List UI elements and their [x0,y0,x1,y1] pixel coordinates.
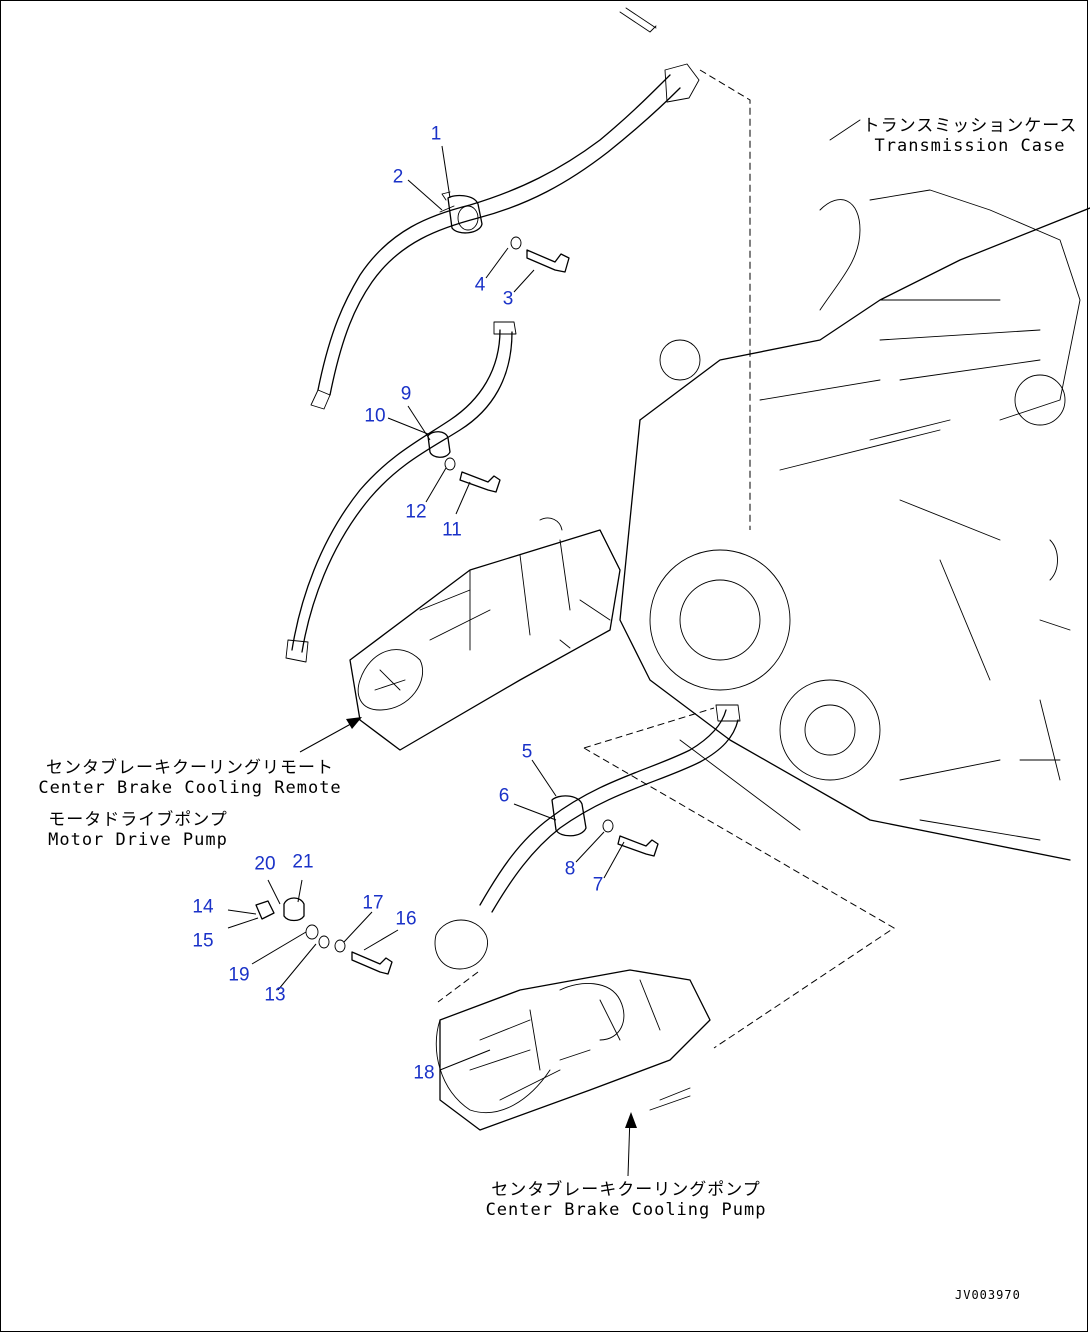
label-remote-pump-jp-2: モータドライブポンプ [48,810,228,830]
callout-10: 10 [364,405,386,427]
callout-3: 3 [502,288,514,310]
label-motor-drive-pump: モータドライブポンプ Motor Drive Pump [48,810,228,851]
label-remote-pump: センタブレーキクーリングリモート Center Brake Cooling Re… [38,758,341,799]
callout-18: 18 [413,1062,435,1084]
callout-13: 13 [264,984,286,1006]
fittings [255,897,393,975]
callout-20: 20 [254,853,276,875]
label-transmission-case: トランスミッションケース Transmission Case [863,116,1078,157]
label-transmission-case-en: Transmission Case [874,136,1066,157]
label-cooling-pump-en: Center Brake Cooling Pump [485,1200,767,1221]
callout-16: 16 [395,908,417,930]
label-cooling-pump: センタブレーキクーリングポンプ Center Brake Cooling Pum… [486,1180,767,1221]
lower-hose [434,704,741,970]
callout-8: 8 [564,858,576,880]
upper-hose [310,7,700,410]
callout-7: 7 [592,874,604,896]
drawing-code: JV003970 [955,1288,1021,1302]
callout-21: 21 [292,851,314,873]
callout-9: 9 [400,383,412,405]
callout-19: 19 [228,964,250,986]
transmission-case [619,119,1090,861]
leader-lines [227,145,625,1071]
remote-pump [349,517,621,751]
callout-11: 11 [442,519,462,541]
middle-hose [285,321,517,663]
callout-5: 5 [521,741,533,763]
label-remote-pump-en-1: Center Brake Cooling Remote [38,778,342,799]
callout-14: 14 [192,896,214,918]
cooling-pump [435,969,711,1131]
label-arrows [299,717,637,1177]
callout-6: 6 [498,785,510,807]
clamp-5 [551,795,659,857]
bolt-3 [510,236,570,273]
reference-lines [437,69,895,1049]
label-transmission-case-jp: トランスミッションケース [862,116,1078,136]
callout-15: 15 [192,930,214,952]
callout-4: 4 [474,274,486,296]
clamp-9 [427,431,501,493]
label-remote-pump-jp-1: センタブレーキクーリングリモート [46,758,334,778]
callout-12: 12 [405,501,427,523]
label-cooling-pump-jp: センタブレーキクーリングポンプ [491,1180,761,1200]
callout-1: 1 [430,123,442,145]
clamp-1 [439,191,483,234]
callout-2: 2 [392,166,404,188]
callout-17: 17 [362,892,384,914]
label-remote-pump-en-2: Motor Drive Pump [48,830,228,851]
